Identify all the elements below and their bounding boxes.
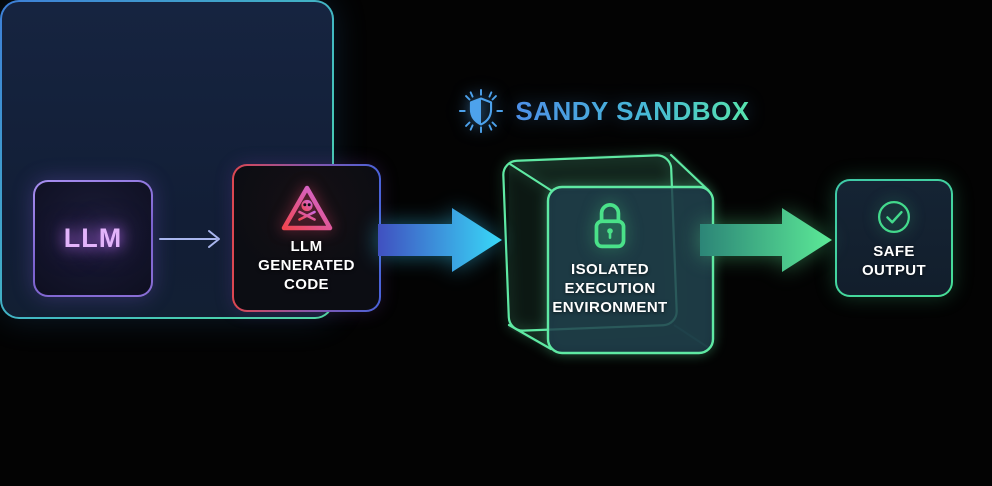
thin-right-arrow-icon — [159, 230, 220, 248]
lock-icon — [594, 203, 626, 249]
shield-rays-icon — [459, 88, 504, 134]
cube-content: ISOLATED EXECUTION ENVIRONMENT — [535, 196, 685, 317]
cube-label-line3: ENVIRONMENT — [552, 299, 668, 316]
generated-code-node-body: LLM GENERATED CODE — [234, 166, 379, 310]
safe-output-node-body: SAFE OUTPUT — [837, 181, 951, 295]
safe-output-node: SAFE OUTPUT — [835, 179, 953, 297]
generated-code-label-line3: CODE — [284, 275, 329, 293]
check-circle-icon — [877, 200, 911, 234]
llm-node: LLM — [33, 180, 153, 297]
generated-code-node: LLM GENERATED CODE — [232, 164, 381, 312]
block-right-arrow-green-icon — [700, 208, 832, 272]
generated-code-label-line2: GENERATED — [258, 256, 355, 274]
isolation-cube — [502, 152, 715, 355]
cube-label-line1: ISOLATED — [571, 261, 649, 278]
sandbox-title: SANDY SANDBOX — [515, 95, 750, 126]
block-right-arrow-blue-icon — [378, 208, 502, 272]
cube-label-line2: EXECUTION — [564, 280, 656, 297]
sandbox-header: SANDY SANDBOX — [437, 88, 771, 134]
llm-node-body: LLM — [35, 182, 151, 295]
generated-code-label-line1: LLM — [290, 237, 323, 255]
cube-labels: ISOLATED EXECUTION ENVIRONMENT — [552, 260, 667, 317]
safe-output-label-line2: OUTPUT — [861, 262, 927, 279]
safe-output-label-line1: SAFE — [873, 243, 915, 260]
llm-label: LLM — [63, 223, 123, 253]
warning-skull-icon — [281, 185, 332, 230]
